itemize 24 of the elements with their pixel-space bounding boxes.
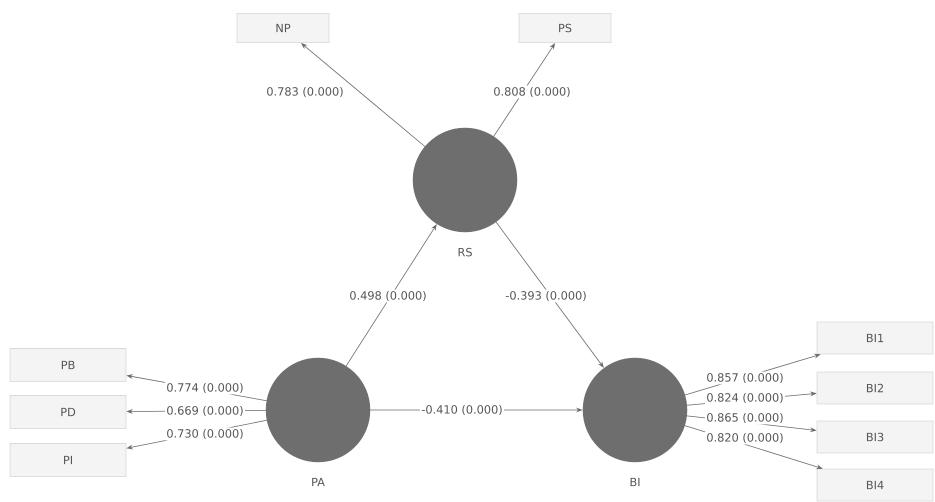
indicator-box: BI1 [816, 322, 934, 354]
edge-label: 0.808 (0.000) [492, 86, 572, 98]
node-label: BI [630, 478, 640, 486]
indicator-box: BI3 [816, 420, 934, 454]
edge-label: 0.774 (0.000) [165, 382, 245, 394]
indicator-box: BI4 [816, 468, 934, 502]
indicator-box: NP [236, 13, 330, 43]
edge-label: 0.669 (0.000) [165, 404, 245, 418]
edge-label: 0.865 (0.000) [705, 412, 785, 424]
edge-label: 0.857 (0.000) [705, 372, 785, 384]
edge-label: 0.783 (0.000) [265, 86, 345, 98]
node-label: RS [458, 248, 472, 256]
indicator-box: PS [518, 13, 612, 43]
edge-label: 0.730 (0.000) [165, 428, 245, 440]
node-label: PA [312, 478, 325, 486]
edge-label: 0.498 (0.000) [348, 290, 428, 302]
edge-label: 0.820 (0.000) [705, 432, 785, 444]
edge-label: -0.393 (0.000) [504, 290, 588, 302]
indicator-box: PD [10, 395, 126, 429]
indicator-box: PI [10, 443, 126, 477]
edge-label: -0.410 (0.000) [420, 404, 504, 416]
indicator-box: BI2 [816, 372, 934, 404]
indicator-box: PB [10, 348, 126, 382]
edge-label: 0.824 (0.000) [705, 392, 785, 404]
